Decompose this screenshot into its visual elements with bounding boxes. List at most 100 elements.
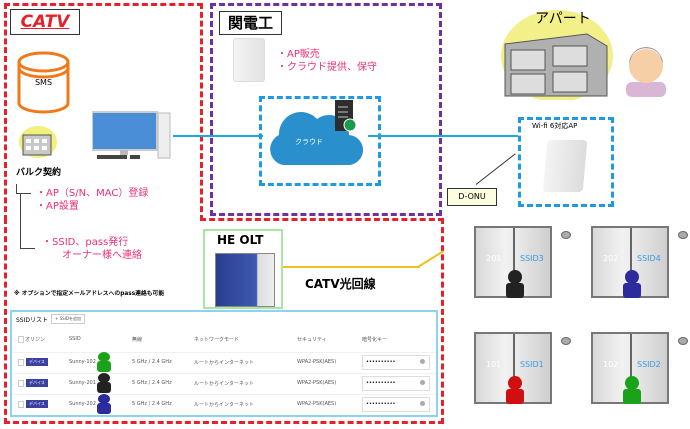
add-ssid-button[interactable]: + SSIDを追加: [51, 314, 85, 324]
door-split: [513, 334, 515, 402]
row-checkbox[interactable]: [18, 359, 24, 366]
table-row: デバイス Sunny-102 5 GHz / 2.4 GHz ルートからインター…: [12, 352, 436, 373]
room-ssid: SSID4: [637, 254, 661, 263]
owner-contact: オーナー様へ連絡: [62, 250, 142, 261]
wifi-ap-device-icon: [542, 140, 588, 192]
origin-badge: デバイス: [26, 379, 48, 387]
room-number: 101: [486, 360, 502, 369]
eye-icon[interactable]: [420, 401, 425, 406]
encryption-key-field[interactable]: ••••••••••: [362, 397, 430, 412]
mode-cell: ルートからインターネット: [194, 381, 255, 387]
table-header-row: オリジン SSID 無線 ネットワークモード セキュリティ 暗号化キー: [12, 334, 436, 348]
owner-avatar: [622, 42, 670, 97]
person-icon: [96, 394, 112, 414]
header-radio[interactable]: 無線: [132, 337, 143, 343]
kandenko-region: [210, 3, 442, 216]
fiber-line: [283, 266, 420, 268]
key-value: ••••••••••: [366, 401, 396, 407]
security-cell: WPA2-PSK(AES): [297, 401, 337, 407]
room-number: 201: [486, 254, 502, 263]
office-building-icon: [18, 125, 58, 159]
encryption-key-field[interactable]: ••••••••••: [362, 376, 430, 391]
apartment-icon: アパート: [497, 4, 617, 102]
bulk-bracket-1: [16, 184, 31, 194]
cloud-maintenance: ・クラウド提供、保守: [277, 62, 377, 73]
security-cell: WPA2-PSK(AES): [297, 380, 337, 386]
onu-label: D-ONU: [458, 192, 486, 201]
encryption-key-field[interactable]: ••••••••••: [362, 355, 430, 370]
doorbell-icon: [678, 231, 688, 239]
sms-database-icon: SMS: [16, 50, 71, 115]
option-note: ※ オプションで指定メールアドレスへのpass連絡も可能: [14, 291, 165, 297]
key-value: ••••••••••: [366, 380, 396, 386]
bulk-items: ・AP（S/N、MAC）登録 ・AP設置: [36, 187, 148, 213]
doorbell-icon: [678, 337, 688, 345]
header-network-mode[interactable]: ネットワークモード: [194, 337, 240, 343]
origin-badge: デバイス: [26, 400, 48, 408]
ssid-list-panel: SSIDリスト + SSIDを追加 オリジン SSID 無線 ネットワークモード…: [10, 310, 438, 417]
person-icon: [504, 376, 526, 404]
room-door: 101 SSID1: [474, 332, 552, 404]
room-ssid: SSID2: [637, 360, 661, 369]
header-ssid[interactable]: SSID: [69, 336, 81, 342]
onu-to-ap-line: [475, 153, 516, 185]
sms-label: SMS: [34, 78, 53, 87]
catv-fiber-label: CATV光回線: [305, 277, 376, 291]
door-split: [513, 228, 515, 296]
room-door: 202 SSID4: [591, 226, 669, 298]
row-checkbox[interactable]: [18, 401, 24, 408]
catv-title-box: CATV: [10, 9, 80, 35]
room-number: 202: [603, 254, 619, 263]
olt-device-icon: [215, 253, 275, 307]
kandenko-title-box: 関電工: [219, 11, 282, 35]
table-row: デバイス Sunny-202 5 GHz / 2.4 GHz ルートからインター…: [12, 394, 436, 415]
kandenko-title: 関電工: [227, 14, 273, 32]
catv-region-lower: [4, 218, 444, 424]
ssid-cell: Sunny-201: [69, 380, 96, 386]
wifi-ap-box: [518, 117, 614, 207]
cloud-box: [259, 96, 381, 186]
radio-cell: 5 GHz / 2.4 GHz: [132, 359, 172, 365]
person-icon: [504, 270, 526, 298]
radio-cell: 5 GHz / 2.4 GHz: [132, 380, 172, 386]
ssid-issue: ・SSID、pass発行: [42, 237, 129, 248]
eye-icon[interactable]: [420, 359, 425, 364]
server-icon: [333, 100, 357, 133]
mode-cell: ルートからインターネット: [194, 402, 255, 408]
doorbell-icon: [561, 231, 571, 239]
select-all-checkbox[interactable]: [18, 336, 24, 343]
header-origin[interactable]: オリジン: [25, 337, 46, 343]
olt-title: HE OLT: [217, 233, 264, 247]
eye-icon[interactable]: [420, 380, 425, 385]
doorbell-icon: [561, 337, 571, 345]
catv-divider: [200, 218, 444, 222]
person-icon: [96, 373, 112, 393]
person-icon: [621, 270, 643, 298]
onu-box: D-ONU: [447, 188, 497, 206]
ap-sales: ・AP販売: [277, 49, 320, 60]
cloud-to-ap-line: [368, 135, 518, 137]
row-checkbox[interactable]: [18, 380, 24, 387]
table-row: デバイス Sunny-201 5 GHz / 2.4 GHz ルートからインター…: [12, 373, 436, 394]
room-ssid: SSID3: [520, 254, 544, 263]
radio-cell: 5 GHz / 2.4 GHz: [132, 401, 172, 407]
room-door: 201 SSID3: [474, 226, 552, 298]
catv-title: CATV: [20, 12, 70, 32]
wifi-ap-label: Wi-fi 6対応AP: [532, 122, 578, 130]
bulk-item-install: ・AP設置: [36, 201, 79, 212]
apartment-title: アパート: [535, 11, 591, 27]
header-encryption-key[interactable]: 暗号化キー: [362, 337, 388, 343]
door-split: [630, 228, 632, 296]
pc-to-cloud-line: [173, 135, 263, 137]
ssid-items: ・SSID、pass発行 オーナー様へ連絡: [42, 236, 142, 262]
origin-badge: デバイス: [26, 358, 48, 366]
room-number: 102: [603, 360, 619, 369]
ap-device-icon: [233, 38, 265, 82]
cloud-label: クラウド: [295, 138, 323, 146]
person-icon: [96, 352, 112, 372]
door-split: [630, 334, 632, 402]
ssid-cell: Sunny-202: [69, 401, 96, 407]
room-door: 102 SSID2: [591, 332, 669, 404]
header-security[interactable]: セキュリティ: [297, 337, 327, 343]
olt-box: HE OLT: [203, 229, 283, 309]
